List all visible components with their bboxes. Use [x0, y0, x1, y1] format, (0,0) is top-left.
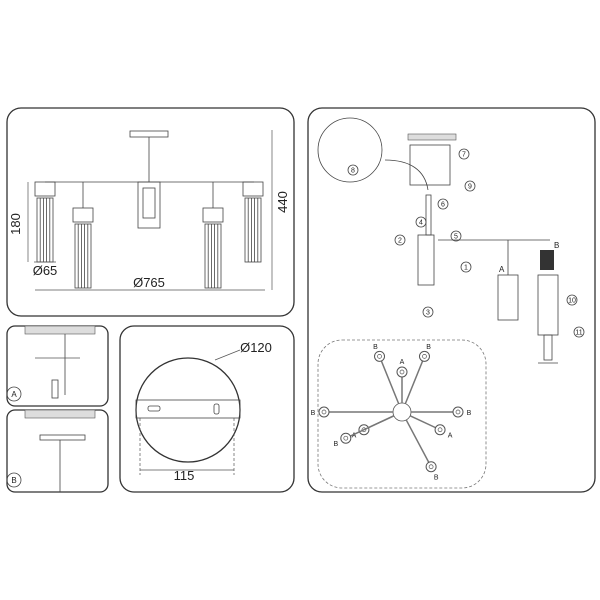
socket	[340, 432, 352, 444]
arm	[378, 356, 400, 404]
step-a-label: A	[11, 390, 17, 399]
socket	[425, 461, 437, 473]
assembly-shade-b: B	[554, 241, 559, 250]
assembly-panel: A B 1 2 3 4 5 6 7 8 9 10 11 B B A B B A A B B	[307, 107, 596, 493]
step-number: 5	[454, 234, 458, 241]
arm	[345, 415, 395, 439]
step-number: 11	[575, 330, 582, 337]
arm-label: B	[334, 441, 339, 448]
arm-label: B	[311, 410, 316, 417]
step-number: 8	[351, 168, 355, 175]
step-marker: 4	[415, 216, 427, 228]
arm-label: B	[467, 410, 472, 417]
dim-total-diameter: Ø765	[133, 275, 165, 290]
arm	[404, 356, 426, 404]
arm-label: B	[426, 344, 431, 351]
step-number: 6	[441, 202, 445, 209]
socket	[418, 350, 430, 362]
lamp-shade	[202, 207, 224, 289]
hub	[392, 402, 412, 422]
arm-label: A	[352, 432, 357, 439]
arm-label: B	[434, 474, 439, 481]
step-number: 9	[468, 184, 472, 191]
lamp-shade	[242, 181, 264, 263]
step-marker: 7	[458, 148, 470, 160]
socket	[396, 366, 408, 378]
step-number: 3	[426, 310, 430, 317]
step-marker: 8	[347, 164, 359, 176]
mounting-panel: A B	[6, 325, 109, 493]
step-b-label: B	[11, 476, 16, 485]
front-view-panel: 180 440 Ø65 Ø765	[6, 107, 295, 317]
step-number: 7	[462, 152, 466, 159]
arm-label: A	[400, 359, 405, 366]
step-marker: 3	[422, 306, 434, 318]
step-marker: 9	[464, 180, 476, 192]
socket	[452, 406, 464, 418]
dim-canopy-diameter: Ø120	[240, 340, 272, 355]
step-marker: 10	[566, 294, 578, 306]
socket	[434, 424, 446, 436]
dim-bracket-width: 115	[174, 468, 195, 483]
dim-shade-diameter: Ø65	[33, 263, 58, 278]
step-marker: 5	[450, 230, 462, 242]
arm-label: A	[448, 432, 453, 439]
dim-total-height: 440	[275, 191, 290, 213]
arm-label: B	[373, 344, 378, 351]
canopy-panel: 115 Ø120	[119, 325, 295, 493]
step-number: 2	[398, 238, 402, 245]
lamp-shade	[34, 181, 56, 263]
step-number: 10	[568, 298, 576, 305]
step-marker: 2	[394, 234, 406, 246]
arm	[405, 419, 432, 468]
assembly-shade-a: A	[499, 265, 505, 274]
step-marker: 11	[573, 326, 585, 338]
lamp-shade	[72, 207, 94, 289]
socket	[318, 406, 330, 418]
socket	[374, 350, 386, 362]
step-marker: 1	[460, 261, 472, 273]
dim-shade-height: 180	[8, 213, 23, 235]
step-marker: 6	[437, 198, 449, 210]
step-number: 1	[464, 265, 468, 272]
step-number: 4	[419, 220, 423, 227]
